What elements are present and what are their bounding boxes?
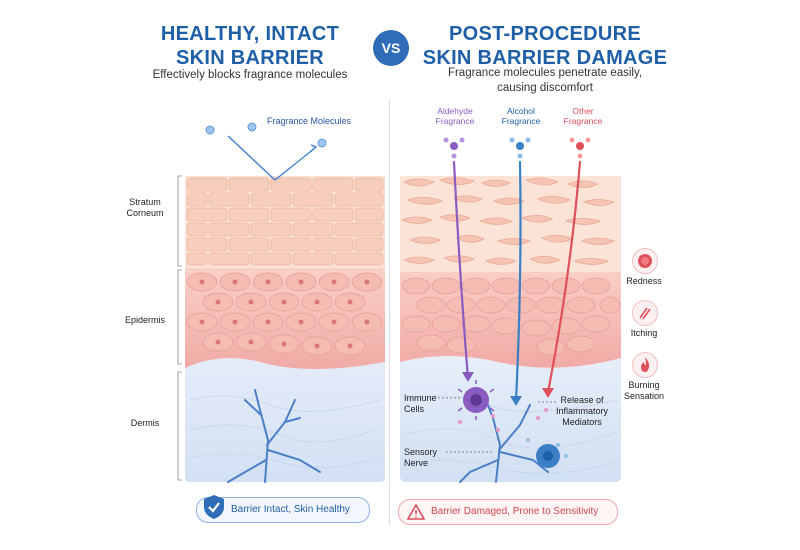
- alcohol-arrow: [514, 160, 522, 402]
- left-title: HEALTHY, INTACT SKIN BARRIER: [140, 22, 360, 70]
- immune-line1: Immune: [404, 393, 437, 403]
- shield-check-icon: [203, 494, 225, 530]
- right-title-line2: SKIN BARRIER DAMAGE: [422, 47, 668, 69]
- mediator-dots: [458, 408, 568, 458]
- right-title: POST-PROCEDURE SKIN BARRIER DAMAGE: [415, 22, 675, 70]
- redness-icon: [632, 248, 658, 274]
- label-corneum: Corneum: [126, 208, 164, 218]
- sensory-nerve: [459, 399, 549, 483]
- badge-damaged-text: Barrier Damaged, Prone to Sensitivity: [431, 506, 599, 517]
- alcohol-label-line1: Alcohol: [507, 106, 535, 116]
- symptom-itching-label: Itching: [620, 328, 668, 339]
- aldehyde-label-line1: Aldehyde: [437, 106, 473, 116]
- itching-line1: Itching: [630, 328, 658, 338]
- symptom-burning-label: Burning Sensation: [614, 380, 674, 402]
- warning-icon: [406, 503, 426, 530]
- immune-cells-label: Immune Cells: [404, 393, 437, 415]
- redness-line1: Redness: [626, 276, 662, 286]
- burning-line2: Sensation: [623, 391, 665, 401]
- aldehyde-label: Aldehyde Fragrance: [424, 106, 486, 126]
- release-line3: Mediators: [562, 417, 602, 427]
- release-line2: Inflammatory: [556, 406, 609, 416]
- nerve-line2: Nerve: [404, 458, 429, 468]
- immune-line2: Cells: [404, 404, 425, 414]
- other-label-line2: Fragrance: [563, 116, 603, 126]
- label-epidermis: Epidermis: [124, 315, 165, 325]
- alcohol-label-line2: Fragrance: [501, 116, 541, 126]
- itching-icon: [632, 300, 658, 326]
- right-subtitle-line2: causing discomfort: [497, 82, 593, 94]
- label-stratum: Stratum: [129, 197, 161, 207]
- alcohol-molecule-icon: [509, 137, 531, 159]
- center-divider: [389, 100, 390, 525]
- sensory-nerve-label: Sensory Nerve: [404, 447, 437, 469]
- vs-badge: VS: [373, 30, 409, 66]
- badge-intact-text: Barrier Intact, Skin Healthy: [231, 504, 350, 515]
- burning-line1: Burning: [628, 380, 660, 390]
- left-subtitle: Effectively blocks fragrance molecules: [152, 69, 348, 81]
- right-subtitle: Fragrance molecules penetrate easily, ca…: [415, 66, 675, 96]
- other-label-line1: Other: [572, 106, 594, 116]
- aldehyde-arrow: [452, 160, 470, 380]
- release-line1: Release of: [560, 395, 604, 405]
- damaged-skin-diagram: [400, 137, 621, 483]
- flame-icon: [632, 352, 658, 378]
- blood-vessel: [227, 389, 321, 483]
- healthy-skin-diagram: [177, 122, 385, 483]
- left-title-line2: SKIN BARRIER: [175, 47, 325, 69]
- damaged-dermis-layer: [400, 356, 621, 482]
- status-badge-damaged: Barrier Damaged, Prone to Sensitivity: [398, 499, 618, 525]
- mast-cell-icon: [536, 444, 560, 468]
- other-molecule-icon: [569, 137, 591, 159]
- alcohol-label: Alcohol Fragrance: [490, 106, 552, 126]
- left-title-line1: HEALTHY, INTACT: [160, 23, 340, 45]
- other-label: Other Fragrance: [552, 106, 614, 126]
- fragrance-molecules-label: Fragrance Molecules: [267, 116, 352, 126]
- label-stratum-corneum: Stratum Corneum: [120, 197, 170, 219]
- status-badge-intact: Barrier Intact, Skin Healthy: [196, 495, 370, 523]
- aldehyde-molecule-icon: [443, 137, 465, 159]
- release-mediators-label: Release of Inflammatory Mediators: [556, 395, 608, 428]
- aldehyde-label-line2: Fragrance: [435, 116, 475, 126]
- right-title-line1: POST-PROCEDURE: [448, 23, 641, 45]
- immune-cell-icon: [457, 380, 495, 420]
- label-dermis: Dermis: [130, 418, 160, 428]
- symptom-redness-label: Redness: [620, 276, 668, 287]
- right-subtitle-line1: Fragrance molecules penetrate easily,: [447, 67, 643, 79]
- fragrance-molecules: [205, 122, 327, 148]
- nerve-line1: Sensory: [404, 447, 438, 457]
- other-arrow: [546, 160, 582, 394]
